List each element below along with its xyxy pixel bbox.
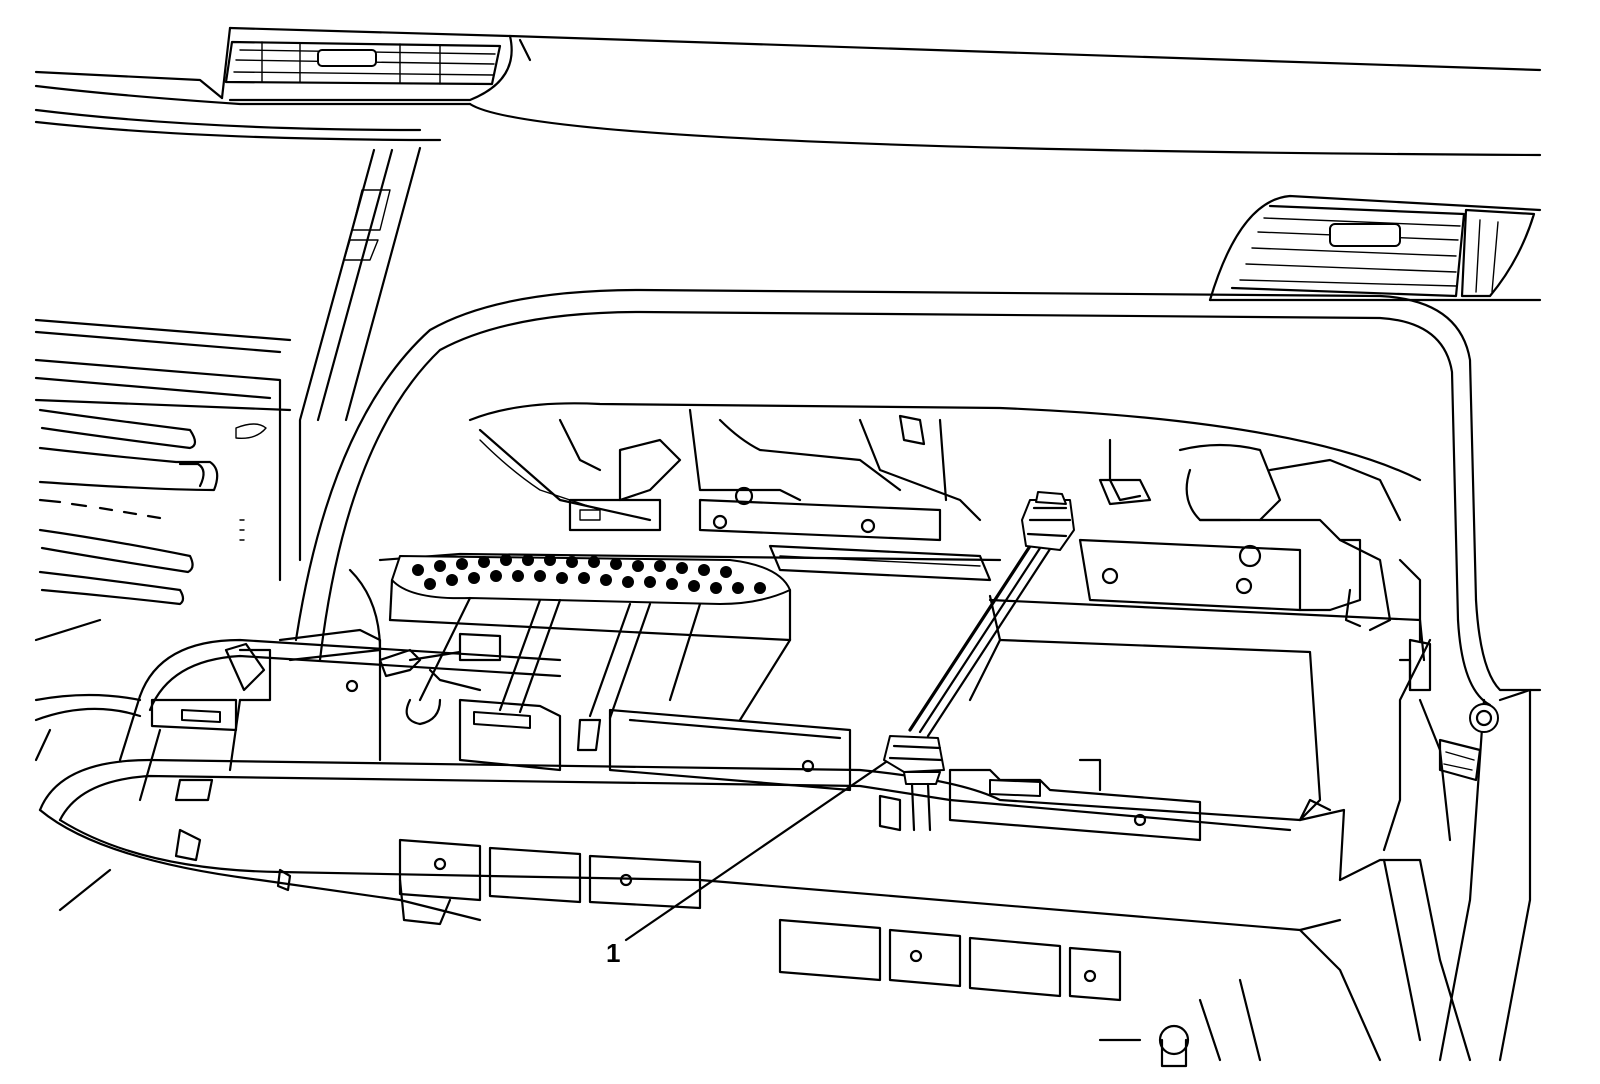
floor-lines <box>34 618 292 912</box>
door-frame <box>38 568 1472 1068</box>
left-control-slats <box>38 408 267 606</box>
top-center-vent <box>224 40 502 86</box>
wiring-harness-connector <box>878 735 945 832</box>
callout-number: 1 <box>606 938 621 968</box>
glovebox-opening <box>294 288 1542 707</box>
dash-top-panel <box>34 26 1542 157</box>
upper-connector <box>1021 491 1075 551</box>
center-stack-panel <box>34 146 422 582</box>
honeycomb-module <box>388 554 792 642</box>
wiring-harness <box>878 491 1075 832</box>
cavity-interior <box>468 402 1422 642</box>
module-body <box>388 596 792 722</box>
honeycomb-cells <box>412 554 766 594</box>
right-side-panel <box>1398 638 1532 1062</box>
right-vent <box>1208 194 1542 302</box>
callout-leader-line <box>624 760 888 942</box>
